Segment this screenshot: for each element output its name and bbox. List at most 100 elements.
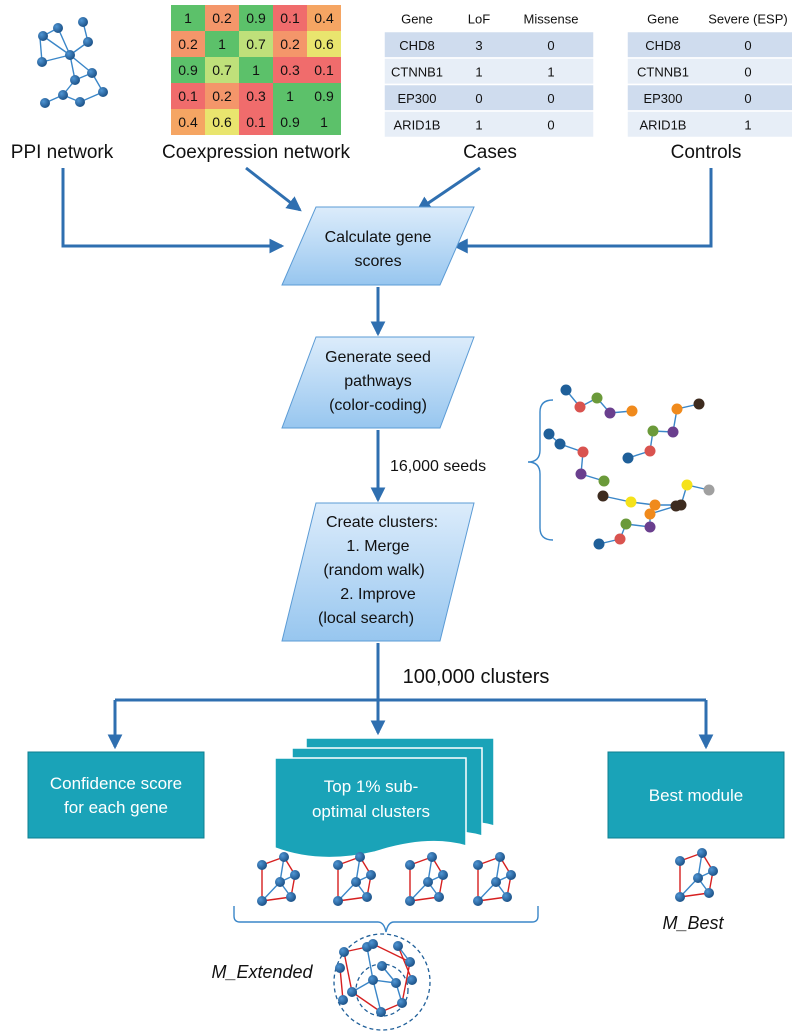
controls-table-header: Severe (ESP) — [708, 11, 787, 26]
cases-table-header: Gene — [401, 11, 433, 26]
heatmap-cell — [273, 57, 307, 83]
cases-table-cell: CTNNB1 — [391, 64, 443, 79]
coexpression-network-label: Coexpression network — [162, 142, 350, 163]
seeds-count-label: 16,000 seeds — [390, 458, 486, 475]
cases-table-cell: 0 — [547, 117, 554, 132]
coexpression-heatmap: 1 0.2 0.9 0.1 0.4 0.2 1 0.7 0.2 0.6 0.9 0.7 1 0.3 0.1 0… — [171, 5, 341, 135]
seed-line-1: Generate seed — [325, 349, 431, 366]
heatmap-cell-value: 0.6 — [314, 36, 334, 52]
network-module — [333, 852, 376, 906]
controls-table-cell: ARID1B — [640, 117, 687, 132]
heatmap-cell — [205, 83, 239, 109]
controls-table-row-bg — [626, 83, 792, 112]
seed-line-2: pathways — [344, 373, 412, 390]
controls-table-cell: 1 — [744, 117, 751, 132]
cases-table-cell: 1 — [475, 64, 482, 79]
calculate-line-2: scores — [354, 253, 401, 270]
cases-table-header: Missense — [524, 11, 579, 26]
network-module — [675, 848, 718, 902]
cluster-line-5: (local search) — [318, 610, 414, 627]
heatmap-cell-value: 1 — [184, 10, 192, 26]
heatmap-cell-value: 1 — [218, 36, 226, 52]
heatmap-cell — [273, 31, 307, 57]
cases-table-cell: ARID1B — [394, 117, 441, 132]
controls-table-header: Gene — [647, 11, 679, 26]
heatmap-cell — [239, 83, 273, 109]
heatmap-cell-value: 1 — [286, 88, 294, 104]
input-arrows — [61, 166, 713, 254]
ppi-nodes — [37, 17, 108, 108]
heatmap-cell-value: 0.9 — [246, 10, 266, 26]
cluster-line-3: (random walk) — [323, 562, 424, 579]
heatmap-cell-value: 0.3 — [246, 88, 266, 104]
cases-table-cell: CHD8 — [399, 38, 434, 53]
heatmap-cell — [239, 31, 273, 57]
create-clusters-step — [281, 502, 475, 642]
heatmap-cell — [171, 109, 205, 135]
heatmap-cell-value: 0.1 — [314, 62, 334, 78]
m-extended-label: M_Extended — [211, 962, 313, 982]
heatmap-cell-value: 0.2 — [212, 88, 232, 104]
heatmap-cell — [239, 109, 273, 135]
heatmap-cell-value: 0.7 — [246, 36, 266, 52]
calculate-gene-scores-step — [281, 206, 475, 286]
heatmap-cell-value: 0.6 — [212, 114, 232, 130]
controls-table-cell: 0 — [744, 91, 751, 106]
controls-table-cell: 0 — [744, 64, 751, 79]
cases-table-row-bg — [383, 4, 595, 33]
heatmap-cell — [239, 57, 273, 83]
heatmap-cell — [239, 5, 273, 31]
heatmap-cell — [307, 57, 341, 83]
modules-bracket — [233, 906, 539, 933]
heatmap-cell — [273, 83, 307, 109]
m-best-module — [675, 848, 718, 902]
controls-table-cell: CTNNB1 — [637, 64, 689, 79]
heatmap-cell-value: 0.1 — [280, 10, 300, 26]
cases-table-header: LoF — [468, 11, 490, 26]
top-clusters-document-stack — [274, 737, 495, 859]
suboptimal-modules-row — [257, 852, 516, 906]
cases-table-cell: 3 — [475, 38, 482, 53]
clusters-count-label: 100,000 clusters — [403, 666, 550, 688]
heatmap-cell-value: 0.2 — [280, 36, 300, 52]
heatmap-cell-value: 0.2 — [212, 10, 232, 26]
heatmap-cell-value: 0.9 — [178, 62, 198, 78]
cluster-line-1: Create clusters: — [326, 514, 438, 531]
heatmap-cell — [205, 57, 239, 83]
confidence-score-box — [27, 751, 205, 839]
output-arrows — [107, 643, 714, 750]
heatmap-cell — [205, 31, 239, 57]
heatmap-cell — [307, 5, 341, 31]
cases-table-cell: 1 — [547, 64, 554, 79]
ppi-network-icon — [39, 21, 104, 104]
cases-table-cell: 0 — [547, 91, 554, 106]
heatmap-cell-value: 0.7 — [212, 62, 232, 78]
heatmap-cell-value: 0.1 — [246, 114, 266, 130]
cases-table-row-bg — [383, 83, 595, 112]
heatmap-cell-value: 1 — [252, 62, 260, 78]
controls-table-row-bg — [626, 30, 792, 59]
heatmap-cell — [273, 5, 307, 31]
m-extended-illustration — [333, 933, 431, 1031]
generate-seed-pathways-step — [281, 336, 475, 429]
best-module-box — [607, 751, 785, 839]
heatmap-cell-value: 0.4 — [178, 114, 198, 130]
cluster-line-4: 2. Improve — [340, 586, 416, 603]
heatmap-cell-value: 0.4 — [314, 10, 334, 26]
heatmap-cell-value: 0.1 — [178, 88, 198, 104]
cases-table-row-bg — [383, 57, 595, 86]
top-clusters-line-2: optimal clusters — [312, 802, 430, 821]
heatmap-cell — [273, 109, 307, 135]
network-module — [257, 852, 300, 906]
seed-pathways-illustration — [543, 384, 715, 550]
calculate-line-1: Calculate gene — [325, 229, 432, 246]
heatmap-cell-value: 1 — [320, 114, 328, 130]
controls-table-cell: CHD8 — [645, 38, 680, 53]
heatmap-cell-value: 0.2 — [178, 36, 198, 52]
network-module — [405, 852, 448, 906]
heatmap-cell-value: 0.9 — [314, 88, 334, 104]
controls-table-cell: EP300 — [643, 91, 682, 106]
